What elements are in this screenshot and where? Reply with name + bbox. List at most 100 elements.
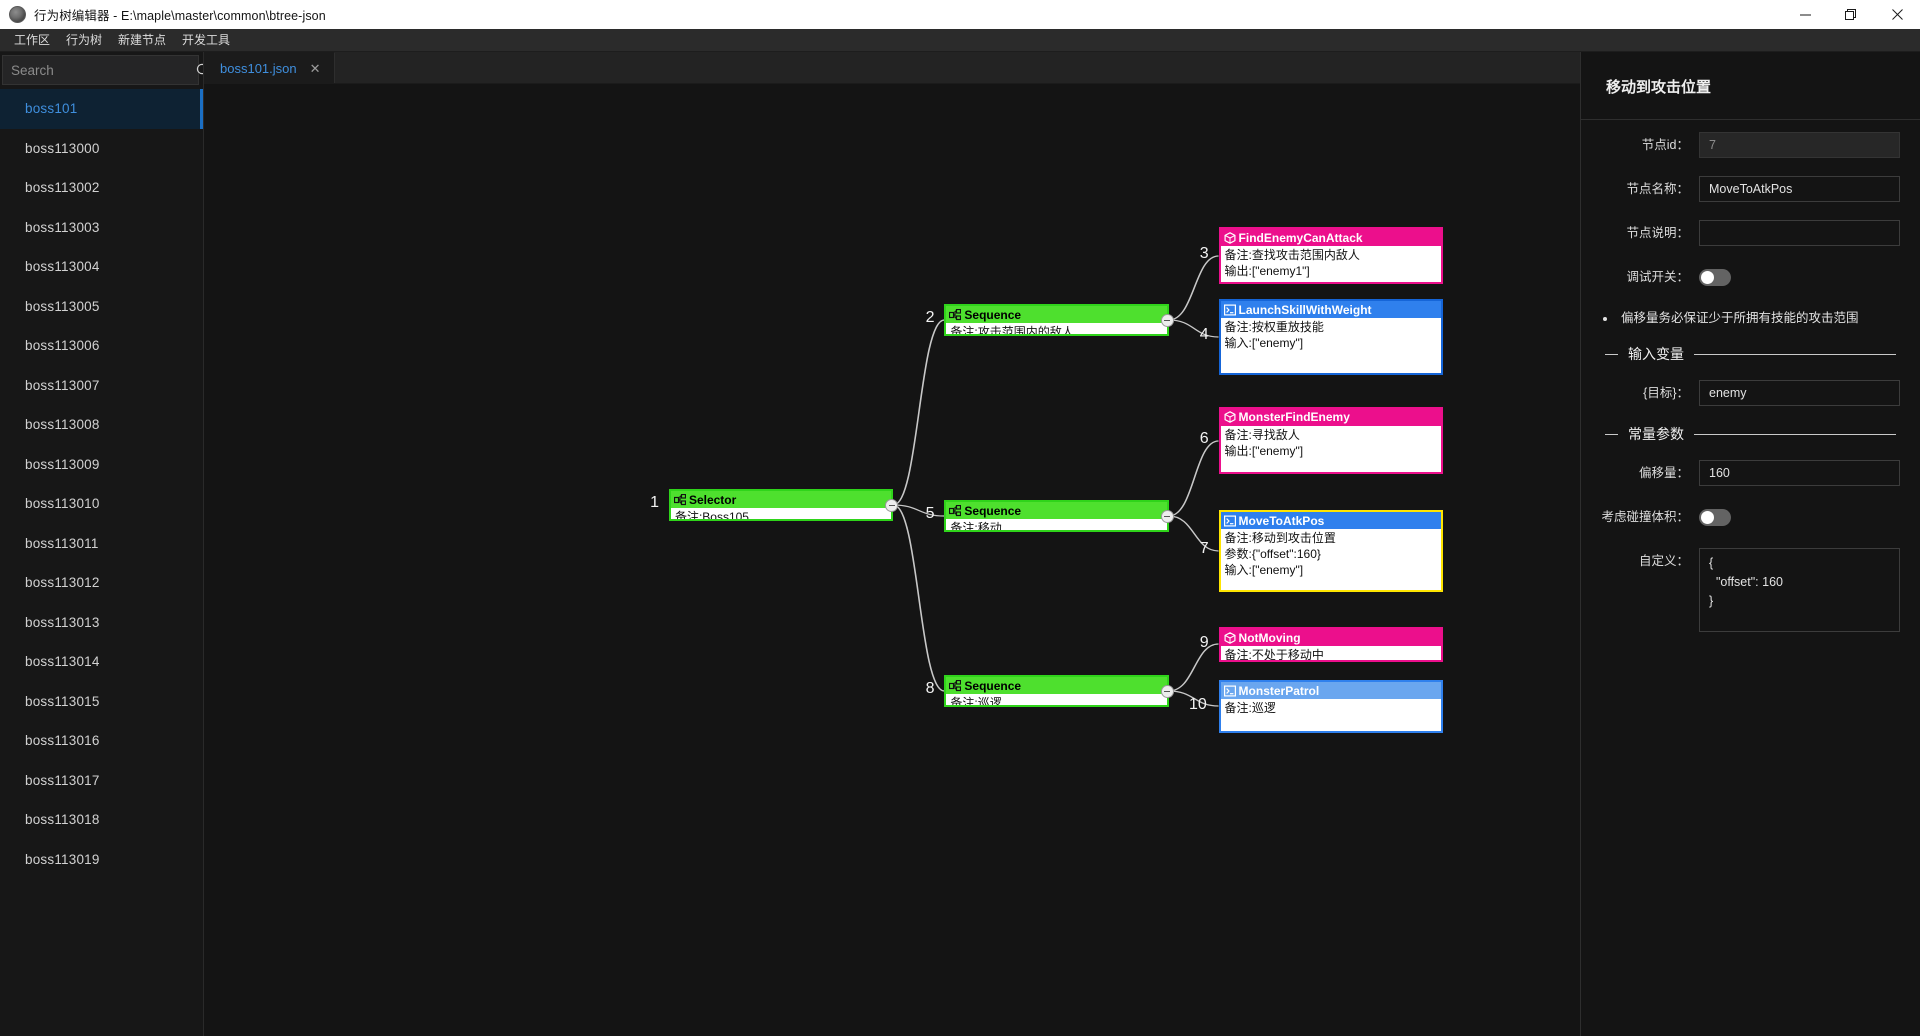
sidebar-item-boss113018[interactable]: boss113018 <box>0 800 203 840</box>
node-output-port[interactable] <box>1160 314 1174 327</box>
collapse-dash-icon[interactable] <box>1605 353 1618 355</box>
inspector-title: 移动到攻击位置 <box>1581 52 1920 120</box>
node-detail-line: 参数:{"offset":160} <box>1224 547 1321 561</box>
sidebar-item-label: boss113006 <box>25 338 100 354</box>
menu-behavior-tree[interactable]: 行为树 <box>66 32 103 47</box>
node-desc-label: 节点说明： <box>1626 226 1689 240</box>
row-custom-json: 自定义： <box>1581 548 1900 632</box>
sidebar-item-boss113010[interactable]: boss113010 <box>0 484 203 524</box>
node-detail-line: 备注:移动 <box>950 521 1002 532</box>
node-detail-line: 输入:["enemy"] <box>1224 336 1304 350</box>
title-bar: 行为树编辑器 - E:\maple\master\common\btree-js… <box>0 0 1920 29</box>
node-body: 备注:按权重放技能输入:["enemy"] <box>1221 318 1441 353</box>
tab-close-icon[interactable]: ✕ <box>309 60 321 76</box>
sidebar-item-boss113008[interactable]: boss113008 <box>0 405 203 445</box>
sidebar-item-label: boss113003 <box>25 219 100 235</box>
collision-toggle[interactable] <box>1699 509 1731 526</box>
node-body: 备注:巡逻 <box>946 694 1166 707</box>
node-title: Selector <box>688 492 737 507</box>
section-const-params-label: 常量参数 <box>1628 426 1684 442</box>
node-name-field[interactable] <box>1699 176 1900 202</box>
node-title: MonsterFindEnemy <box>1238 410 1350 425</box>
sidebar-item-boss113016[interactable]: boss113016 <box>0 721 203 761</box>
condition-icon <box>1224 231 1236 244</box>
sidebar-item-label: boss113017 <box>25 772 100 788</box>
node-detail-line: 备注:巡逻 <box>950 696 1002 707</box>
sidebar-item-boss113012[interactable]: boss113012 <box>0 563 203 603</box>
node-header: FindEnemyCanAttack <box>1220 229 1441 246</box>
sidebar-item-boss113006[interactable]: boss113006 <box>0 326 203 366</box>
node-index-label: 3 <box>1199 244 1209 262</box>
sidebar-item-boss101[interactable]: boss101 <box>0 89 203 129</box>
node-detail-line: 备注:按权重放技能 <box>1224 320 1324 334</box>
action-icon <box>1223 515 1236 527</box>
offset-field[interactable] <box>1699 460 1900 486</box>
sidebar-item-boss113000[interactable]: boss113000 <box>0 129 203 169</box>
menu-dev-tools[interactable]: 开发工具 <box>182 32 231 47</box>
node-body: 备注:移动到攻击位置参数:{"offset":160}输入:["enemy"] <box>1221 529 1441 580</box>
node-title: MoveToAtkPos <box>1238 513 1325 528</box>
sidebar-item-boss113004[interactable]: boss113004 <box>0 247 203 287</box>
node-index-label: 7 <box>1199 540 1209 557</box>
sidebar-item-label: boss113011 <box>25 535 99 551</box>
sidebar-item-boss113011[interactable]: boss113011 <box>0 524 203 564</box>
composite-icon <box>949 308 962 321</box>
sidebar-item-boss113007[interactable]: boss113007 <box>0 366 203 406</box>
close-icon[interactable] <box>1874 0 1920 29</box>
node-detail-line: 输入:["enemy"] <box>1224 563 1304 577</box>
sidebar-item-boss113017[interactable]: boss113017 <box>0 761 203 801</box>
sidebar-item-boss113005[interactable]: boss113005 <box>0 287 203 327</box>
debug-switch-toggle[interactable] <box>1699 269 1731 286</box>
node-header: LaunchSkillWithWeight <box>1220 301 1441 318</box>
input-target-field[interactable] <box>1699 380 1900 406</box>
tab-boss101-json[interactable]: boss101.json ✕ <box>204 52 335 83</box>
menu-workspace[interactable]: 工作区 <box>14 32 51 47</box>
custom-json-label: 自定义： <box>1638 554 1689 568</box>
sidebar-item-boss113009[interactable]: boss113009 <box>0 445 203 485</box>
node-desc-field[interactable] <box>1699 220 1900 246</box>
app-icon <box>9 6 26 23</box>
sidebar-item-boss113019[interactable]: boss113019 <box>0 840 203 880</box>
maximize-icon[interactable] <box>1828 0 1874 29</box>
node-output-port[interactable] <box>885 499 899 512</box>
node-index-label: 1 <box>650 494 660 511</box>
tab-label: boss101.json <box>220 60 297 76</box>
sidebar-item-boss113002[interactable]: boss113002 <box>0 168 203 208</box>
node-output-port[interactable] <box>1160 685 1174 698</box>
node-body: 备注:不处于移动中 <box>1221 646 1441 660</box>
search-input[interactable] <box>3 62 196 78</box>
sidebar-item-boss113015[interactable]: boss113015 <box>0 682 203 722</box>
section-input-vars: 输入变量 <box>1605 344 1900 364</box>
collapse-dash-icon[interactable] <box>1605 433 1618 435</box>
menu-new-node[interactable]: 新建节点 <box>118 32 167 47</box>
sidebar-item-boss113003[interactable]: boss113003 <box>0 208 203 248</box>
node-detail-line: 备注:查找攻击范围内敌人 <box>1224 248 1360 262</box>
debug-switch-label: 调试开关： <box>1626 270 1689 284</box>
sidebar-item-label: boss113013 <box>25 614 100 630</box>
input-target-label: {目标}： <box>1643 386 1689 400</box>
sidebar-item-label: boss113010 <box>25 496 100 512</box>
minimize-icon[interactable] <box>1782 0 1828 29</box>
custom-json-textarea[interactable] <box>1699 548 1900 632</box>
node-header: Sequence <box>946 306 1167 323</box>
sidebar-item-boss113014[interactable]: boss113014 <box>0 642 203 682</box>
search-icon[interactable] <box>196 63 203 78</box>
tab-bar: boss101.json ✕ <box>204 52 1580 84</box>
sidebar-item-boss113013[interactable]: boss113013 <box>0 603 203 643</box>
node-id-field <box>1699 132 1900 158</box>
node-output-port[interactable] <box>1160 510 1174 523</box>
inspector-notes: 偏移量务必保证少于所拥有技能的攻击范围 <box>1581 308 1900 328</box>
